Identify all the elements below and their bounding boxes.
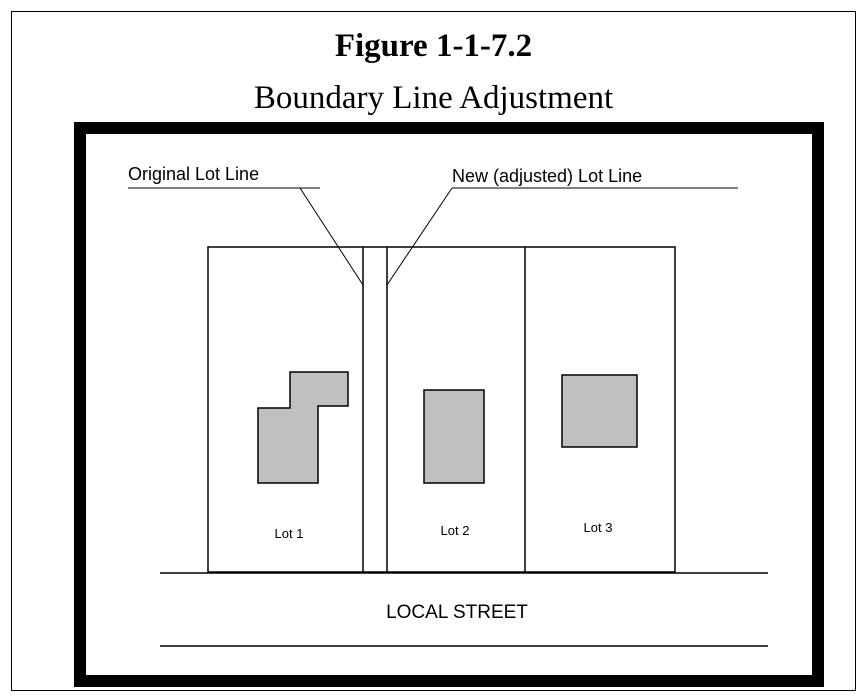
lot-1-label: Lot 1 bbox=[275, 526, 304, 541]
lot-3-label: Lot 3 bbox=[584, 520, 613, 535]
original-lot-line-leader bbox=[299, 187, 364, 286]
lot-3-building bbox=[561, 374, 638, 448]
outer-border bbox=[11, 11, 856, 691]
new-lot-line-label: New (adjusted) Lot Line bbox=[452, 166, 642, 186]
new-lot-line-leader bbox=[386, 187, 453, 286]
lots-outline bbox=[207, 246, 676, 573]
original-lot-line-label: Original Lot Line bbox=[128, 164, 259, 184]
figure-number: Figure 1-1-7.2 bbox=[334, 28, 533, 64]
diagram-frame bbox=[74, 122, 824, 687]
street-label: LOCAL STREET bbox=[386, 602, 528, 623]
lot-1-building bbox=[257, 371, 349, 484]
figure-title: Boundary Line Adjustment bbox=[253, 80, 614, 116]
lot-2-label: Lot 2 bbox=[441, 523, 470, 538]
lot-2-building bbox=[423, 389, 485, 484]
